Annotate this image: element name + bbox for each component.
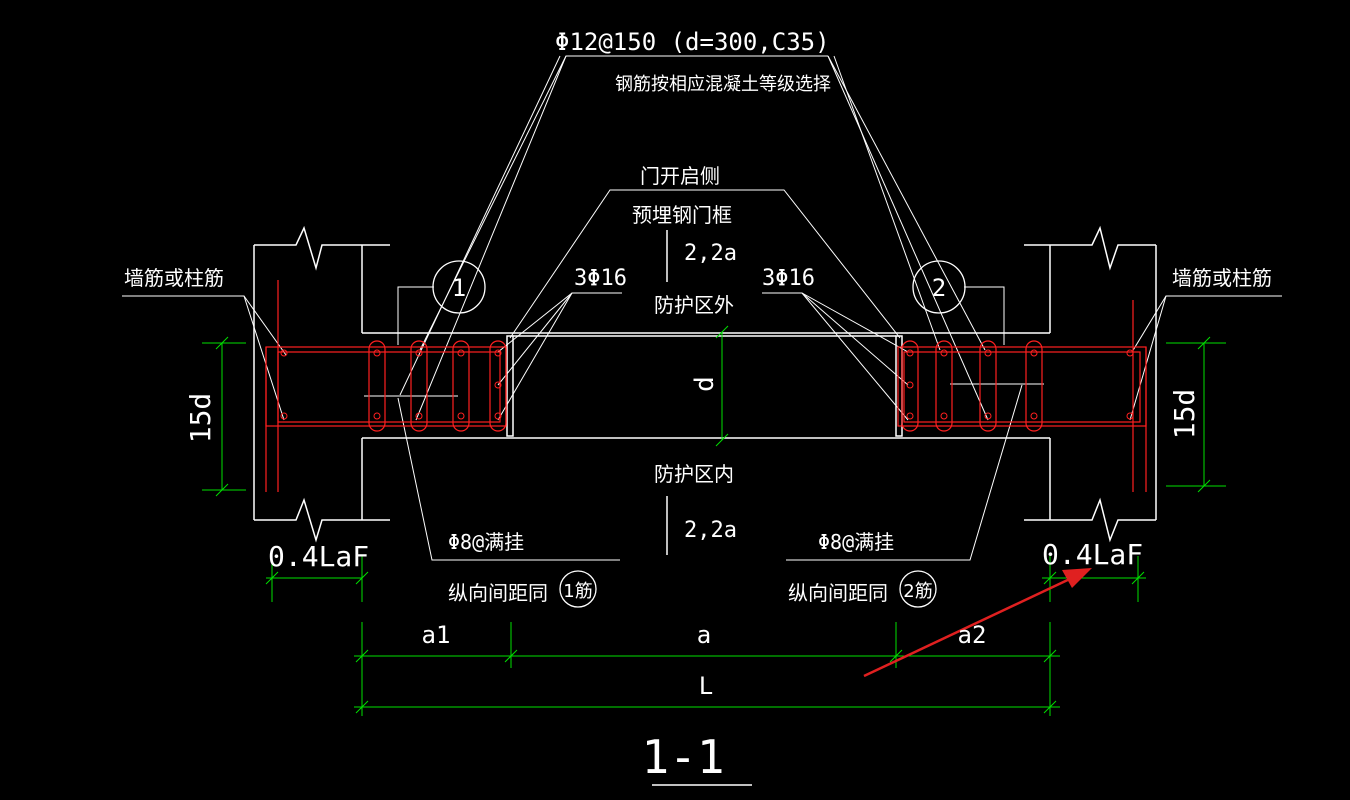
stirrup-left-2 — [410, 340, 428, 432]
stirrup-left-4 — [489, 340, 507, 432]
outside-zone-label: 防护区外 — [654, 293, 734, 317]
stirrup-right-1 — [901, 340, 919, 432]
ref-circle-right — [899, 570, 937, 608]
top-note-label: 钢筋按相应混凝土等级选择 — [615, 74, 831, 95]
leader-top-right-3 — [833, 55, 941, 351]
door-frame-label: 预埋钢门框 — [632, 203, 732, 227]
reference-circles — [432, 260, 966, 608]
rebar — [265, 280, 1147, 492]
leader-stirrup-right — [786, 384, 1023, 561]
spacing-right-label: 纵向间距同 — [788, 581, 888, 605]
stirrup-left-3 — [452, 340, 470, 432]
door-frame-right — [895, 335, 903, 437]
door-frame-left — [506, 335, 514, 437]
ref-left-label: 1筋 — [563, 581, 592, 602]
wall-bar-right-label: 墙筋或柱筋 — [1172, 266, 1272, 290]
right-wall-top-break — [1024, 225, 1156, 271]
spacing-left-label: 纵向间距同 — [448, 581, 548, 605]
circle-2-label: 2 — [932, 274, 946, 302]
wall-bar-left-label: 墙筋或柱筋 — [124, 266, 224, 290]
leader-bars-left-3 — [497, 292, 573, 353]
leader-door-frame — [509, 189, 901, 339]
top-spec-label: Φ12@150 (d=300,C35) — [555, 28, 830, 56]
dim-anchor-right-text: 0.4LaF — [1042, 538, 1143, 571]
circle-1-label: 1 — [452, 274, 466, 302]
rebar-cage-left — [265, 346, 507, 427]
stirrup-right-4 — [1025, 340, 1043, 432]
circle-marker-1 — [432, 260, 486, 314]
dim-L-text: L — [699, 672, 713, 700]
left-wall-bottom-break — [254, 497, 390, 543]
stirrup-right-label: Φ8@满挂 — [818, 530, 894, 554]
rebar-cage-left-inner — [277, 351, 501, 423]
dim-a-text: a — [697, 621, 711, 649]
left-wall-top-break — [254, 225, 390, 271]
right-wall-bottom-break — [1024, 497, 1156, 543]
leader-top-left — [415, 55, 828, 421]
bars-left-label: 3Φ16 — [574, 266, 627, 291]
dim-anchor-left-text: 0.4LaF — [268, 540, 369, 573]
inside-zone-label: 防护区内 — [654, 462, 734, 486]
leader-top-right-1 — [827, 55, 989, 421]
dim-15d-right-text: 15d — [1168, 389, 1201, 440]
leader-top-left-3 — [399, 55, 561, 396]
section-title: 1-1 — [641, 730, 724, 784]
leader-bars-right-2 — [801, 292, 909, 386]
leader-lines — [122, 55, 1282, 561]
leader-bars-left-2 — [497, 292, 573, 386]
leader-wall-right — [1129, 295, 1282, 421]
bar-dots — [280, 349, 1134, 420]
ref-circle-left — [559, 570, 597, 608]
stirrup-left-label: Φ8@满挂 — [448, 530, 524, 554]
dim-15d-left-text: 15d — [184, 393, 217, 444]
leader-bars-right-3 — [801, 292, 909, 353]
leader-bars-right — [762, 292, 909, 421]
door-side-label: 门开启侧 — [640, 164, 720, 188]
circle-marker-2 — [912, 260, 966, 314]
rebar-cage-right-inner — [903, 351, 1141, 423]
height-top-label: 2,2a — [684, 241, 737, 266]
leader-stirrup-left — [397, 397, 620, 561]
stirrup-right-3 — [979, 340, 997, 432]
leader-circle2 — [964, 286, 1005, 345]
dim-d-text: d — [690, 376, 720, 392]
leader-wall-right-2 — [1131, 295, 1167, 353]
bars-right-label: 3Φ16 — [762, 266, 815, 291]
stirrup-right-2 — [935, 340, 953, 432]
dim-a1-text: a1 — [422, 621, 451, 649]
dim-a2-text: a2 — [958, 621, 987, 649]
stirrup-left-1 — [368, 340, 386, 432]
leader-bars-left — [497, 292, 622, 421]
ref-right-label: 2筋 — [903, 581, 932, 602]
leader-circle1 — [397, 286, 434, 345]
leader-top-right-2 — [827, 55, 986, 351]
height-bottom-label: 2,2a — [684, 518, 737, 543]
annotation-arrow — [863, 568, 1092, 678]
leader-wall-left-2 — [243, 295, 287, 356]
